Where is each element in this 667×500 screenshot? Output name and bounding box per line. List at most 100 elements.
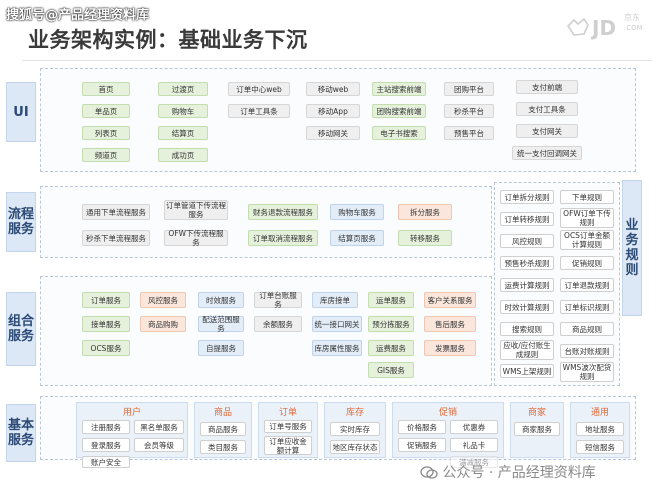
basic-box: 礼品卡	[450, 438, 498, 452]
panel-title: 促销	[438, 408, 457, 418]
combo-box: 余额服务	[254, 316, 302, 332]
rule-box: WMS上架规则	[500, 364, 554, 378]
ui-box: 列表页	[82, 126, 130, 140]
row-label-ui: UI	[6, 82, 36, 142]
ui-box: 移动web	[306, 82, 360, 96]
rule-box: 搜索规则	[500, 322, 554, 336]
ui-box: 过渡页	[158, 82, 208, 96]
combo-box: 配送范围服务	[198, 315, 244, 333]
ui-box: 支付网关	[516, 124, 578, 138]
ui-box: 结算页	[158, 126, 208, 140]
basic-box: 注册服务	[82, 420, 130, 434]
process-box: 财务退款流程服务	[248, 204, 318, 220]
combo-box: 运费服务	[368, 340, 414, 356]
dog-icon	[566, 17, 589, 36]
combo-box: 发票服务	[424, 340, 476, 356]
process-box: 订单管道下传流程服务	[164, 200, 228, 220]
basic-box: 账户安全	[82, 456, 130, 468]
rule-box: 风控规则	[500, 234, 554, 248]
basic-box: 订单应收金额计算	[264, 436, 312, 455]
combo-box: 风控服务	[140, 292, 186, 308]
ui-box: 电子书搜索	[372, 126, 426, 140]
panel-title: 订单	[278, 408, 297, 418]
basic-box: 价格服务	[398, 420, 446, 434]
logo-com: .COM	[624, 24, 643, 32]
process-box: 订单取消流程服务	[248, 230, 318, 246]
wechat-icon	[420, 466, 438, 479]
combo-box: 预分拣服务	[368, 316, 414, 332]
basic-box: 优惠券	[450, 420, 498, 434]
rule-box: 商品规则	[560, 322, 614, 336]
basic-box: 黑名单服务	[134, 420, 184, 434]
panel-title: 库存	[345, 408, 364, 418]
combo-box: 库房属性服务	[312, 340, 362, 356]
combo-box: 自提服务	[198, 340, 244, 356]
jd-logo: JD 京东 .COM	[566, 10, 656, 42]
combo-box: GIS服务	[368, 362, 414, 378]
footer-text: 公众号 · 产品经理资料库	[442, 465, 596, 481]
panel-title: 商家	[527, 408, 546, 418]
ui-box: 移动网关	[306, 126, 360, 140]
rule-box: 应收/应付账生成规则	[500, 340, 554, 360]
rule-box: 订单标识规则	[560, 300, 614, 314]
process-box: 转移服务	[398, 230, 452, 246]
row-label-basic: 基本服务	[6, 404, 36, 462]
rule-box: 订单退款规则	[560, 278, 614, 292]
rule-box: OCS订单金额计算规则	[560, 230, 614, 250]
rule-box: 时效计算规则	[500, 300, 554, 314]
ui-box: 成功页	[158, 148, 208, 162]
ui-box: 购物车	[158, 104, 208, 118]
divider	[22, 60, 652, 61]
ui-box: 订单工具条	[228, 104, 290, 118]
basic-box: 实时库存	[330, 422, 380, 436]
row-label-combo: 组合服务	[6, 292, 36, 366]
ui-box: 秒杀平台	[444, 104, 494, 118]
rule-box: OFW订单下传规则	[560, 208, 614, 228]
ui-box: 团购搜索前端	[372, 104, 426, 118]
process-box: 拆分服务	[398, 204, 452, 220]
process-band	[40, 186, 492, 258]
combo-box: 订单台账服务	[254, 291, 302, 309]
basic-box: 短信服务	[576, 440, 624, 454]
combo-box: 客户关系服务	[424, 292, 476, 308]
process-box: 结算页服务	[330, 230, 384, 246]
logo-cn: 京东	[624, 13, 640, 22]
ui-box: 单品页	[82, 104, 130, 118]
panel-title: 商品	[213, 408, 232, 418]
combo-box: OCS服务	[82, 340, 130, 356]
basic-box: 类目服务	[200, 440, 246, 454]
page-title: 业务架构实例：基础业务下沉	[28, 28, 308, 52]
process-box: OFW下传流程服务	[164, 229, 228, 247]
combo-box: 订单服务	[82, 292, 130, 308]
basic-box: 订单号服务	[264, 420, 312, 433]
rule-box: 台账对账规则	[560, 344, 614, 358]
row-label-rules: 业务规则	[622, 180, 642, 316]
combo-box: 售后服务	[424, 316, 476, 332]
ui-box: 预售平台	[444, 126, 494, 140]
rule-box: WMS波次配货规则	[560, 362, 614, 382]
rule-box: 订单拆分规则	[500, 190, 554, 204]
ui-box: 主站搜索前端	[372, 82, 426, 96]
ui-box: 支付前端	[516, 80, 578, 94]
process-box: 通用下单流程服务	[82, 204, 150, 220]
basic-box: 商家服务	[514, 422, 560, 436]
rule-box: 预售秒杀规则	[500, 256, 554, 270]
process-box: 购物车服务	[330, 204, 384, 220]
basic-box: 商品服务	[200, 422, 246, 436]
watermark-top: 搜狐号@产品经理资料库	[6, 8, 150, 23]
rule-box: 下单规则	[560, 190, 614, 204]
panel-title: 用户	[122, 408, 141, 418]
basic-box: 登录服务	[82, 438, 130, 452]
ui-box: 统一支付回调网关	[512, 146, 582, 160]
logo-jd: JD	[592, 16, 617, 40]
panel-title: 通用	[590, 408, 609, 418]
ui-box: 频道页	[82, 148, 130, 162]
ui-box: 首页	[82, 82, 130, 96]
basic-box: 满减服务	[450, 456, 498, 468]
rule-box: 运费计算规则	[500, 278, 554, 292]
basic-box: 地区库存状态	[330, 440, 380, 454]
process-box: 秒杀下单流程服务	[82, 230, 150, 246]
basic-box: 会员等级	[134, 438, 184, 452]
ui-box: 移动App	[306, 104, 360, 118]
ui-box: 支付工具条	[516, 102, 578, 116]
